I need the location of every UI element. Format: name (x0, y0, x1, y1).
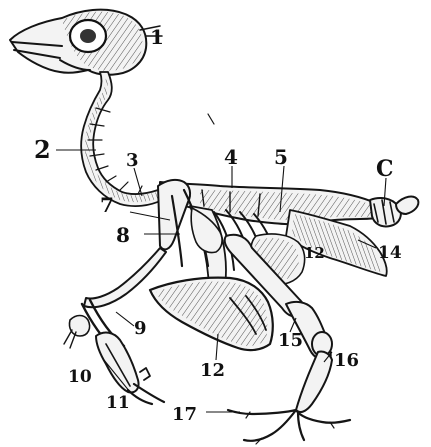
label-11: 11 (106, 393, 130, 413)
label-12-pelvis: 12 (304, 244, 325, 262)
label-8: 8 (116, 223, 130, 247)
sternum-keel (150, 278, 273, 350)
skull (10, 10, 162, 75)
label-9: 9 (134, 318, 147, 339)
label-17: 17 (172, 404, 197, 425)
label-4: 4 (224, 145, 238, 169)
label-12-sternum: 12 (200, 360, 225, 381)
label-2: 2 (34, 135, 51, 164)
label-1: 1 (150, 25, 164, 49)
label-14: 14 (378, 243, 402, 263)
label-6: C (376, 156, 394, 182)
label-7: 7 (100, 193, 114, 217)
neck-vertebrae (81, 72, 162, 206)
label-10: 10 (68, 367, 92, 387)
label-5: 5 (274, 145, 288, 169)
label-15: 15 (278, 330, 303, 351)
label-16: 16 (334, 350, 359, 371)
label-3: 3 (126, 150, 139, 171)
